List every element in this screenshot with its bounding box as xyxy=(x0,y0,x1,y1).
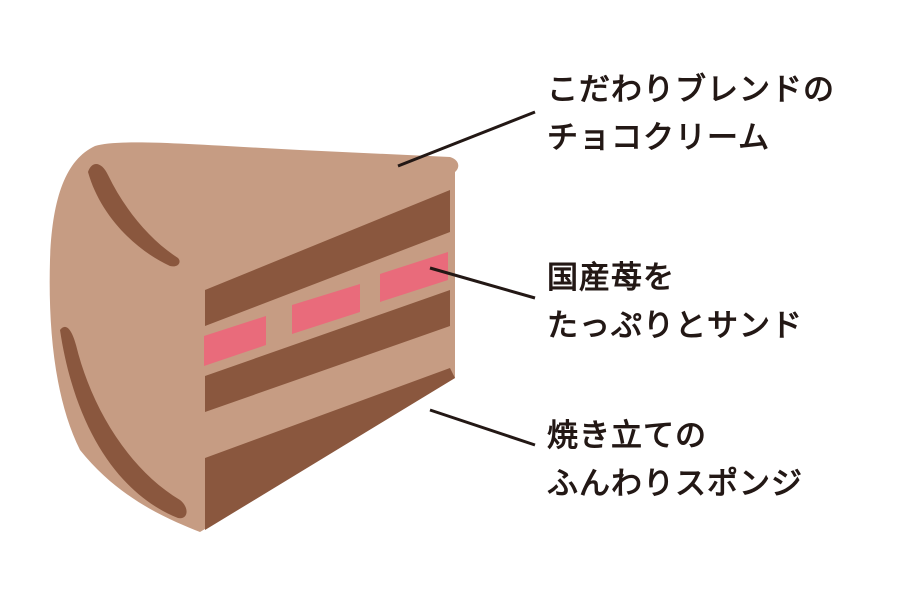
strawberry-slice-2 xyxy=(292,284,360,334)
cream-streak-bottom xyxy=(60,326,187,519)
label-strawberry: 国産苺を たっぷりとサンド xyxy=(547,254,803,350)
leader-line-sponge xyxy=(429,408,536,447)
leader-line-cream xyxy=(397,110,536,168)
label-line: たっぷりとサンド xyxy=(547,308,803,344)
label-line: 焼き立ての xyxy=(547,418,707,454)
sponge-layer-middle xyxy=(205,290,450,412)
label-line: ふんわりスポンジ xyxy=(547,466,803,502)
label-line: こだわりブレンドの xyxy=(547,72,835,108)
leader-line-strawberry xyxy=(429,266,536,300)
label-chocolate-cream: こだわりブレンドの チョコクリーム xyxy=(547,66,835,162)
sponge-layer-top xyxy=(205,190,450,326)
label-line: 国産苺を xyxy=(547,260,675,296)
label-line: チョコクリーム xyxy=(547,120,771,156)
sponge-layer-bottom xyxy=(205,368,455,530)
label-sponge: 焼き立ての ふんわりスポンジ xyxy=(547,412,803,508)
strawberry-slice-3 xyxy=(380,252,448,302)
cream-streak-top xyxy=(88,164,180,267)
strawberry-slice-1 xyxy=(204,316,266,366)
